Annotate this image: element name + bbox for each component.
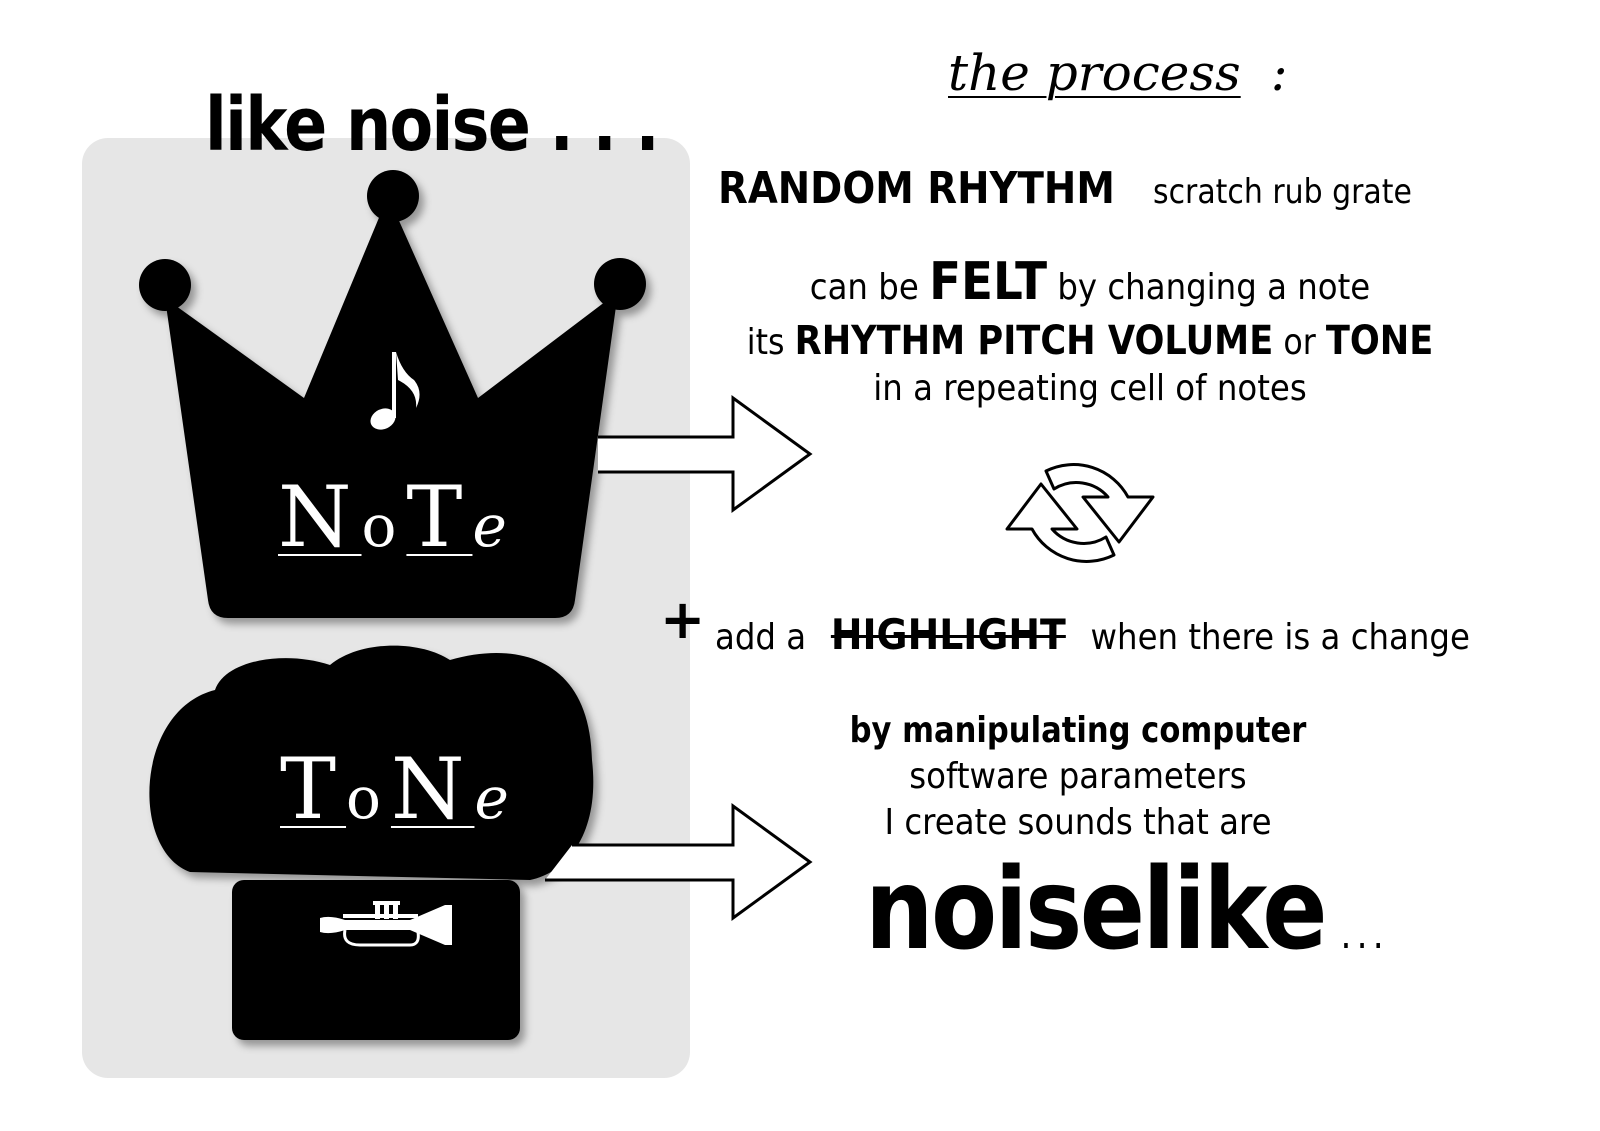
or-word: or [1283, 322, 1316, 363]
its-word: its [746, 322, 785, 363]
scratch-rub-grate: scratch rub grate [1152, 172, 1412, 212]
by-changing: by changing a note [1057, 267, 1371, 308]
process-title: the process: [948, 44, 1288, 102]
can-be: can be [809, 267, 919, 308]
noiselike-word: noiselike [865, 845, 1328, 975]
highlight-word: HIGHLIGHT [830, 610, 1066, 659]
letter: N [390, 740, 475, 838]
parameters-line: its RHYTHM PITCH VOLUME or TONE [747, 318, 1433, 364]
repeating-cell-line: in a repeating cell of notes [873, 368, 1307, 409]
crown-icon [139, 170, 646, 618]
right-arrow-icon [598, 395, 813, 513]
letter: T [406, 468, 473, 566]
rhythm-pitch-volume: RHYTHM PITCH VOLUME [794, 318, 1274, 364]
trumpet-icon [320, 901, 452, 947]
software-line: software parameters [909, 756, 1247, 797]
process-title-colon: : [1270, 44, 1288, 102]
create-sounds-line: I create sounds that are [884, 802, 1272, 843]
hat-word-tone: ToNe [280, 740, 519, 838]
letter: T [280, 740, 347, 838]
letter: o [361, 492, 407, 560]
highlight-line: add a HIGHLIGHT when there is a change [715, 610, 1470, 659]
noiselike-dots: ... [1340, 912, 1389, 958]
felt-line: can be FELT by changing a note [739, 252, 1441, 312]
random-rhythm: RANDOM RHYTHM [718, 163, 1115, 214]
like-noise-heading: like noise . . . [205, 82, 660, 168]
letter: N [278, 468, 362, 566]
plus-sign: + [660, 588, 706, 651]
crown-word-note: NoTe [278, 468, 517, 566]
eighth-note-icon [370, 352, 420, 430]
noiselike-line: noiselike... [865, 845, 1389, 975]
letter: e [474, 764, 519, 832]
add-a: add a [715, 617, 807, 658]
letter: o [346, 764, 391, 832]
right-arrow-icon [545, 803, 813, 921]
process-title-text: the process [948, 44, 1241, 102]
when-change: when there is a change [1090, 617, 1470, 658]
letter: e [472, 492, 517, 560]
tone-word: TONE [1325, 318, 1434, 364]
felt-word: FELT [929, 252, 1048, 312]
chef-hat-icon [149, 645, 594, 1040]
cycle-arrows-icon [1005, 463, 1155, 563]
manipulating-line: by manipulating computer [849, 710, 1307, 751]
random-rhythm-line: RANDOM RHYTHM scratch rub grate [718, 163, 1412, 214]
